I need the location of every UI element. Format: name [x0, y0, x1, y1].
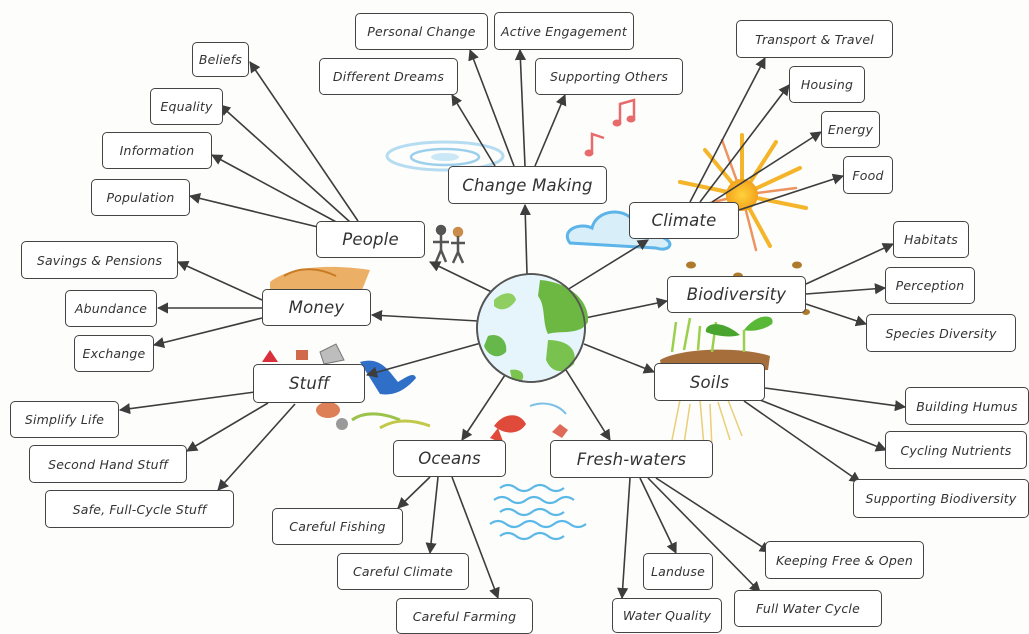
connector-arrow	[217, 403, 296, 491]
connector-arrow	[188, 192, 323, 229]
ripples-illustration	[385, 140, 505, 172]
habitats-box[interactable]: Habitats	[893, 221, 969, 258]
connector-arrows	[118, 48, 907, 600]
music-notes-illustration	[584, 98, 636, 157]
connector-arrow	[764, 387, 907, 412]
housing-box[interactable]: Housing	[789, 66, 865, 103]
exchange-box[interactable]: Exchange	[74, 335, 154, 372]
connector-arrow	[514, 48, 527, 167]
energy-box[interactable]: Energy	[821, 111, 880, 148]
connector-arrow	[249, 61, 359, 222]
climate-box[interactable]: Climate	[629, 202, 739, 239]
personal-change-box[interactable]: Personal Change	[355, 13, 488, 50]
connector-arrow	[738, 173, 845, 211]
connector-arrow	[519, 203, 531, 275]
supporting-others-box[interactable]: Supporting Others	[535, 58, 683, 95]
active-engagement-box[interactable]: Active Engagement	[494, 12, 634, 50]
connector-arrow	[711, 131, 822, 203]
connector-arrow	[152, 317, 263, 348]
landuse-box[interactable]: Landuse	[643, 553, 713, 590]
safe-full-cycle-stuff-box[interactable]: Safe, Full-Cycle Stuff	[45, 490, 234, 528]
connector-arrow	[428, 261, 501, 297]
full-water-cycle-box[interactable]: Full Water Cycle	[734, 590, 882, 627]
careful-climate-box[interactable]: Careful Climate	[337, 553, 469, 590]
connector-arrow	[743, 400, 861, 483]
connector-arrow	[689, 57, 766, 203]
connector-arrow	[805, 303, 868, 327]
connector-arrow	[655, 477, 771, 553]
soils-box[interactable]: Soils	[654, 363, 765, 401]
information-box[interactable]: Information	[102, 132, 212, 169]
transport-travel-box[interactable]: Transport & Travel	[736, 20, 893, 58]
savings-pensions-box[interactable]: Savings & Pensions	[21, 241, 178, 279]
connector-arrow	[461, 374, 506, 441]
connector-arrow	[639, 477, 677, 555]
different-dreams-box[interactable]: Different Dreams	[319, 58, 458, 95]
careful-farming-box[interactable]: Careful Farming	[396, 598, 533, 634]
connector-arrow	[219, 104, 351, 223]
people-box[interactable]: People	[316, 221, 425, 258]
connector-arrow	[805, 243, 895, 285]
equality-box[interactable]: Equality	[150, 88, 223, 125]
biodiversity-box[interactable]: Biodiversity	[667, 276, 806, 313]
waves-illustration	[489, 483, 587, 541]
oceans-box[interactable]: Oceans	[393, 440, 506, 477]
connector-arrow	[583, 343, 656, 374]
connector-arrow	[451, 94, 496, 167]
species-diversity-box[interactable]: Species Diversity	[866, 314, 1016, 352]
connector-arrow	[365, 342, 482, 378]
connector-arrow	[805, 283, 887, 295]
connector-arrow	[186, 402, 269, 452]
connector-arrow	[370, 309, 479, 322]
connector-arrow	[211, 154, 341, 225]
people-figures-illustration	[433, 224, 465, 264]
connector-arrow	[566, 239, 649, 291]
careful-fishing-box[interactable]: Careful Fishing	[272, 508, 403, 545]
building-humus-box[interactable]: Building Humus	[905, 387, 1029, 425]
freshwaters-box[interactable]: Fresh-waters	[550, 440, 713, 478]
connector-arrow	[565, 369, 611, 441]
connector-arrow	[468, 48, 515, 167]
connector-arrow	[699, 84, 790, 203]
change-making-box[interactable]: Change Making	[448, 166, 607, 204]
perception-box[interactable]: Perception	[885, 267, 975, 304]
money-box[interactable]: Money	[262, 289, 371, 326]
connector-arrow	[397, 476, 431, 509]
connector-arrow	[647, 477, 761, 593]
keeping-free-open-box[interactable]: Keeping Free & Open	[765, 541, 924, 579]
simplify-life-box[interactable]: Simplify Life	[10, 401, 119, 438]
connector-arrow	[118, 391, 256, 415]
food-box[interactable]: Food	[843, 156, 893, 194]
beliefs-box[interactable]: Beliefs	[192, 42, 249, 77]
connector-arrow	[759, 399, 888, 452]
population-box[interactable]: Population	[91, 179, 190, 216]
water-quality-box[interactable]: Water Quality	[612, 598, 722, 633]
abundance-box[interactable]: Abundance	[65, 290, 157, 327]
connector-arrow	[425, 476, 439, 555]
connector-arrow	[534, 93, 567, 167]
connector-arrow	[584, 297, 669, 319]
connector-arrow	[617, 477, 631, 600]
globe-hub[interactable]	[476, 273, 589, 383]
cycling-nutrients-box[interactable]: Cycling Nutrients	[885, 431, 1027, 469]
supporting-biodiversity-box[interactable]: Supporting Biodiversity	[853, 479, 1029, 518]
connector-arrow	[176, 261, 263, 301]
second-hand-stuff-box[interactable]: Second Hand Stuff	[29, 445, 187, 483]
connector-arrow	[451, 476, 500, 600]
stuff-box[interactable]: Stuff	[253, 364, 365, 403]
fish-illustration	[490, 402, 568, 444]
